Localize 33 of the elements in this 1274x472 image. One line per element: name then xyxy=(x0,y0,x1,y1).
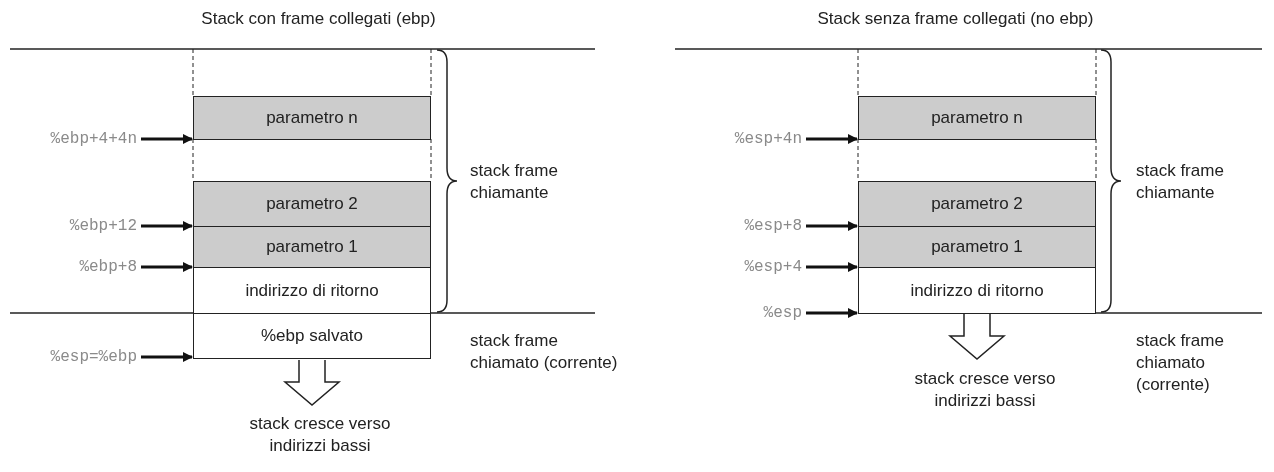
register-offset-label: %esp=%ebp xyxy=(50,347,137,367)
parameter-cell: parametro 1 xyxy=(858,226,1096,268)
arrow xyxy=(141,352,193,362)
arrow xyxy=(141,262,193,272)
stack-heading: Stack senza frame collegati (no ebp) xyxy=(816,8,1095,30)
arrow xyxy=(806,221,858,231)
parameter-cell: parametro 2 xyxy=(193,181,431,227)
stack-cell: indirizzo di ritorno xyxy=(858,267,1096,314)
frame-label: stack frame chiamante xyxy=(1136,160,1225,204)
register-offset-label: %ebp+4+4n xyxy=(50,129,137,149)
growth-note: stack cresce verso indirizzi bassi xyxy=(913,368,1057,412)
stack-cell: %ebp salvato xyxy=(193,313,431,359)
arrow xyxy=(141,134,193,144)
parameter-cell: parametro 2 xyxy=(858,181,1096,227)
register-offset-label: %esp xyxy=(763,303,802,323)
arrow xyxy=(806,262,858,272)
stack-heading: Stack con frame collegati (ebp) xyxy=(200,8,437,30)
frame-label: stack frame chiamato (corrente) xyxy=(470,330,619,374)
frame-label: stack frame chiamato (corrente) xyxy=(1136,330,1225,396)
register-offset-label: %esp+4 xyxy=(744,257,802,277)
arrow xyxy=(806,134,858,144)
arrow xyxy=(141,221,193,231)
stack-cell: indirizzo di ritorno xyxy=(193,267,431,314)
register-offset-label: %ebp+12 xyxy=(69,216,137,236)
parameter-cell: parametro 1 xyxy=(193,226,431,268)
growth-note: stack cresce verso indirizzi bassi xyxy=(248,413,392,457)
frame-label: stack frame chiamante xyxy=(470,160,559,204)
parameter-cell: parametro n xyxy=(858,96,1096,140)
register-offset-label: %ebp+8 xyxy=(79,257,137,277)
parameter-cell: parametro n xyxy=(193,96,431,140)
arrow xyxy=(806,308,858,318)
register-offset-label: %esp+8 xyxy=(744,216,802,236)
register-offset-label: %esp+4n xyxy=(734,129,802,149)
